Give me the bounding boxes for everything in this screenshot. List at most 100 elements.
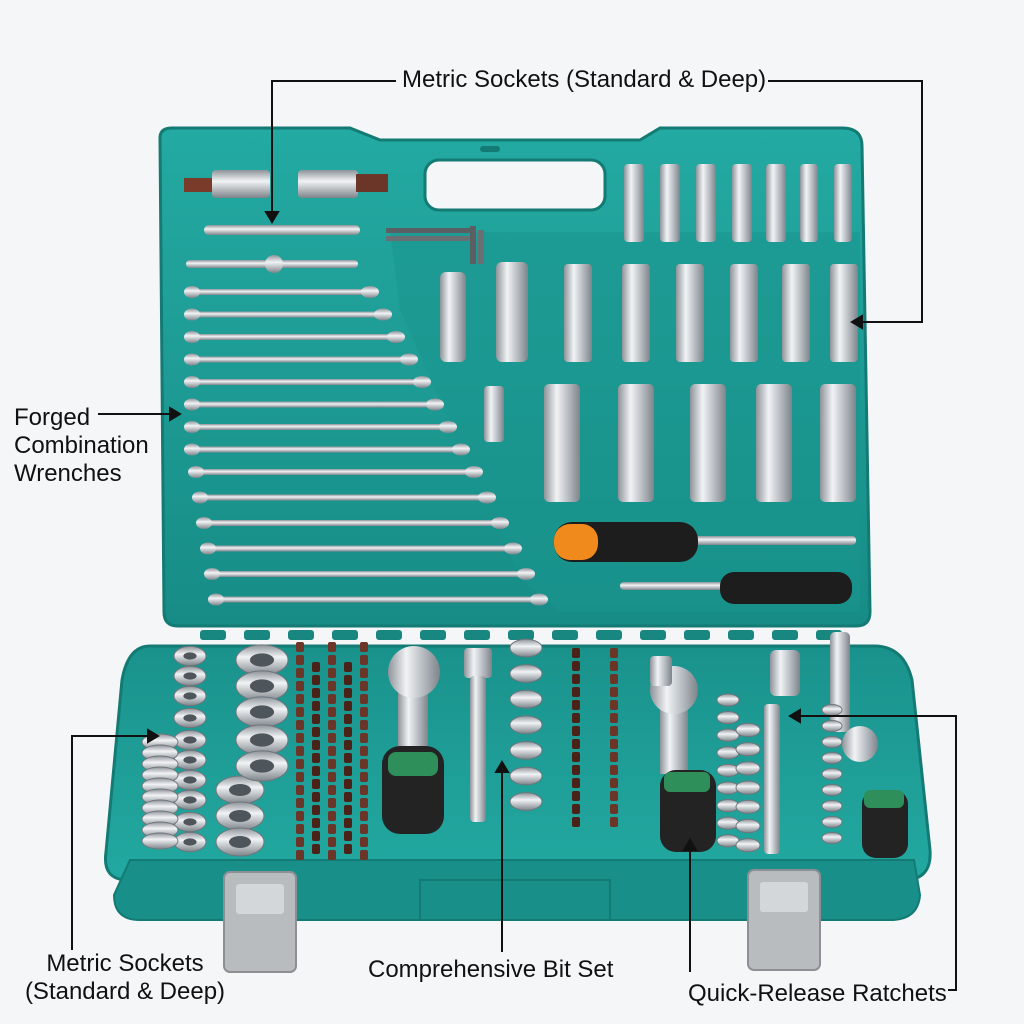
bit: [312, 805, 320, 815]
socket-bore: [249, 679, 275, 693]
ratchet-1: [382, 646, 444, 834]
bit: [296, 694, 304, 704]
bit: [610, 778, 618, 788]
bit: [312, 779, 320, 789]
bit: [312, 844, 320, 854]
bit: [312, 818, 320, 828]
bit: [344, 701, 352, 711]
bit: [312, 766, 320, 776]
bit: [572, 791, 580, 801]
wrench-ring-end: [184, 353, 200, 366]
socket-bore: [183, 818, 197, 826]
wrench-ring-end: [184, 421, 200, 433]
socket-bore: [229, 810, 251, 822]
wrench-ring-end: [184, 308, 200, 321]
bit: [572, 713, 580, 723]
hinge: [684, 630, 710, 640]
bit: [328, 772, 336, 782]
deep-socket: [834, 164, 852, 242]
bit: [328, 746, 336, 756]
wrench-open-end: [413, 376, 431, 388]
bit: [344, 662, 352, 672]
small-socket: [509, 689, 543, 709]
wrench-ring-end: [188, 466, 204, 478]
bit: [296, 655, 304, 665]
bit: [312, 753, 320, 763]
wrench-open-end: [465, 466, 483, 478]
bit: [328, 733, 336, 743]
deep-socket: [730, 264, 758, 362]
bit: [360, 837, 368, 847]
wrench-open-end: [530, 593, 548, 606]
small-socket: [716, 711, 740, 725]
callout-left-line-2: Combination: [14, 432, 149, 459]
bit: [296, 681, 304, 691]
deep-socket: [782, 264, 810, 362]
small-socket: [821, 832, 843, 844]
deep-socket: [618, 384, 654, 502]
bit: [296, 837, 304, 847]
deep-socket: [732, 164, 752, 242]
bit: [344, 740, 352, 750]
small-socket: [509, 638, 543, 658]
deep-socket: [624, 164, 644, 242]
small-socket: [821, 752, 843, 764]
small-socket: [735, 838, 761, 853]
socket-bore: [183, 838, 197, 846]
small-socket: [716, 693, 740, 707]
callout-comprehensive-bit-set: Comprehensive Bit Set: [368, 956, 614, 983]
wrench-open-end: [504, 542, 522, 555]
callout-bl-line-2: (Standard & Deep): [24, 978, 226, 1005]
bit: [360, 798, 368, 808]
bit: [344, 805, 352, 815]
bit: [572, 804, 580, 814]
bit: [312, 675, 320, 685]
bit: [328, 681, 336, 691]
metric-sockets-base: [141, 644, 289, 857]
deep-socket: [820, 384, 856, 502]
bit: [328, 785, 336, 795]
socket-bore: [229, 836, 251, 848]
socket-bore: [183, 692, 197, 700]
wrench: [186, 356, 409, 363]
socket-bore: [249, 759, 275, 773]
bit: [296, 707, 304, 717]
small-socket: [735, 799, 761, 814]
bit: [572, 778, 580, 788]
wrench: [190, 469, 474, 475]
bit: [610, 752, 618, 762]
deep-socket: [756, 384, 792, 502]
deep-sockets-lid: [544, 164, 858, 502]
wrench-open-end: [478, 491, 496, 504]
ratchet-3: [764, 650, 800, 854]
socket-bore: [183, 776, 197, 784]
bit: [360, 642, 368, 652]
small-socket: [821, 816, 843, 828]
case-handle-opening: [423, 158, 607, 212]
bit: [572, 739, 580, 749]
bit: [610, 687, 618, 697]
wrench: [186, 401, 435, 408]
bit: [360, 850, 368, 860]
callout-metric-sockets-bottom: Metric Sockets (Standard & Deep): [20, 950, 230, 1006]
bit: [360, 668, 368, 678]
bit: [312, 727, 320, 737]
bit: [344, 753, 352, 763]
screwdrivers: [554, 522, 856, 604]
callout-left-line-3: Wrenches: [14, 460, 122, 487]
bit: [296, 733, 304, 743]
wrench: [186, 379, 422, 385]
deep-socket: [622, 264, 650, 362]
bit: [328, 720, 336, 730]
bit: [344, 792, 352, 802]
wrench-open-end: [452, 443, 470, 456]
small-socket: [716, 728, 740, 742]
socket-bore: [183, 672, 197, 680]
wrench-open-end: [387, 331, 405, 343]
deep-socket: [676, 264, 704, 362]
bit: [296, 746, 304, 756]
wrench-ring-end: [200, 542, 216, 555]
ratchet-2: [650, 656, 716, 852]
bit: [360, 655, 368, 665]
extension-bar: [464, 648, 492, 822]
